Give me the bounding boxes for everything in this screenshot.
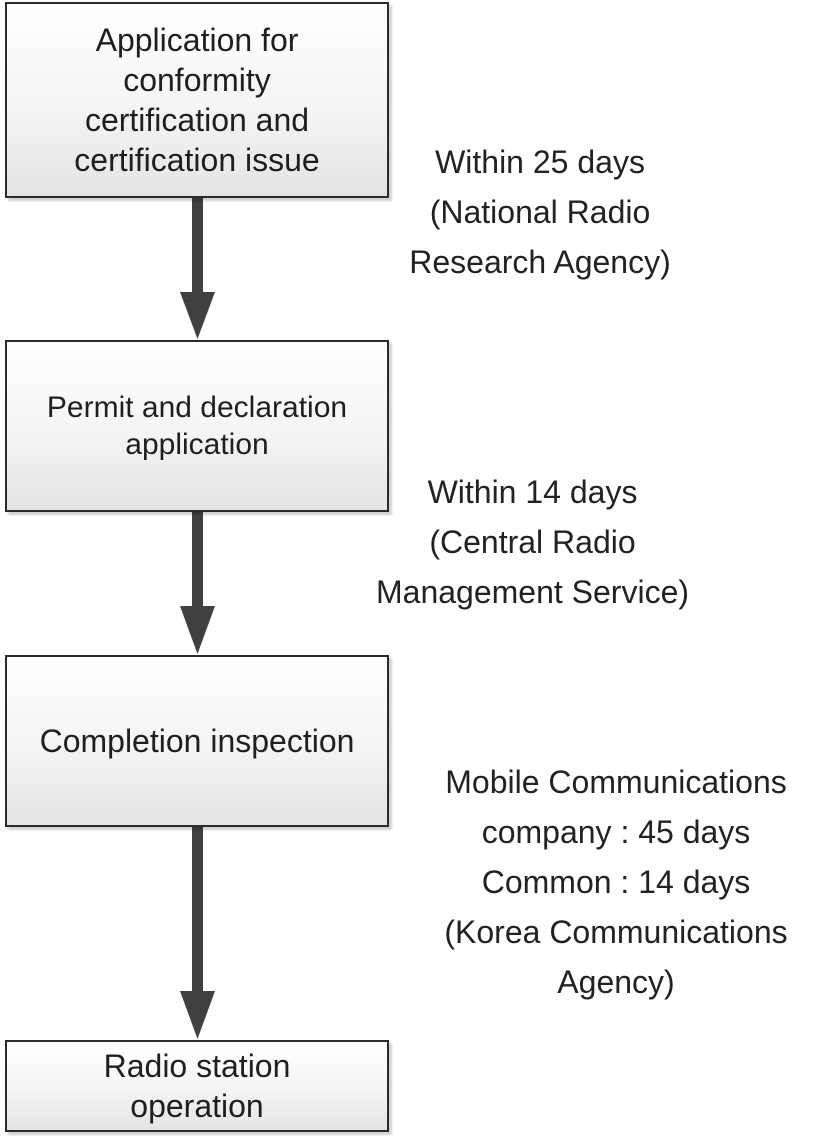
step-label: Permit and declaration application (46, 390, 348, 462)
step-label: Radio station operation (103, 1048, 291, 1124)
step-box-permit-declaration: Permit and declaration application (5, 340, 389, 512)
arrow-step3-to-step4 (180, 827, 215, 1039)
step-box-conformity-certification: Application for conformity certification… (5, 2, 389, 198)
step-box-radio-station-operation: Radio station operation (5, 1040, 389, 1132)
duration-note-national-radio: Within 25 days (National Radio Research … (409, 144, 671, 280)
step-box-completion-inspection: Completion inspection (5, 655, 389, 827)
arrow-step2-to-step3 (180, 512, 215, 654)
arrow-step1-to-step2 (180, 198, 215, 339)
duration-note-central-radio: Within 14 days (Central Radio Management… (375, 474, 690, 610)
step-label: Application for conformity certification… (74, 22, 320, 178)
step-label: Completion inspection (39, 723, 355, 759)
duration-note-korea-communications: Mobile Communications company : 45 days … (444, 764, 788, 1000)
